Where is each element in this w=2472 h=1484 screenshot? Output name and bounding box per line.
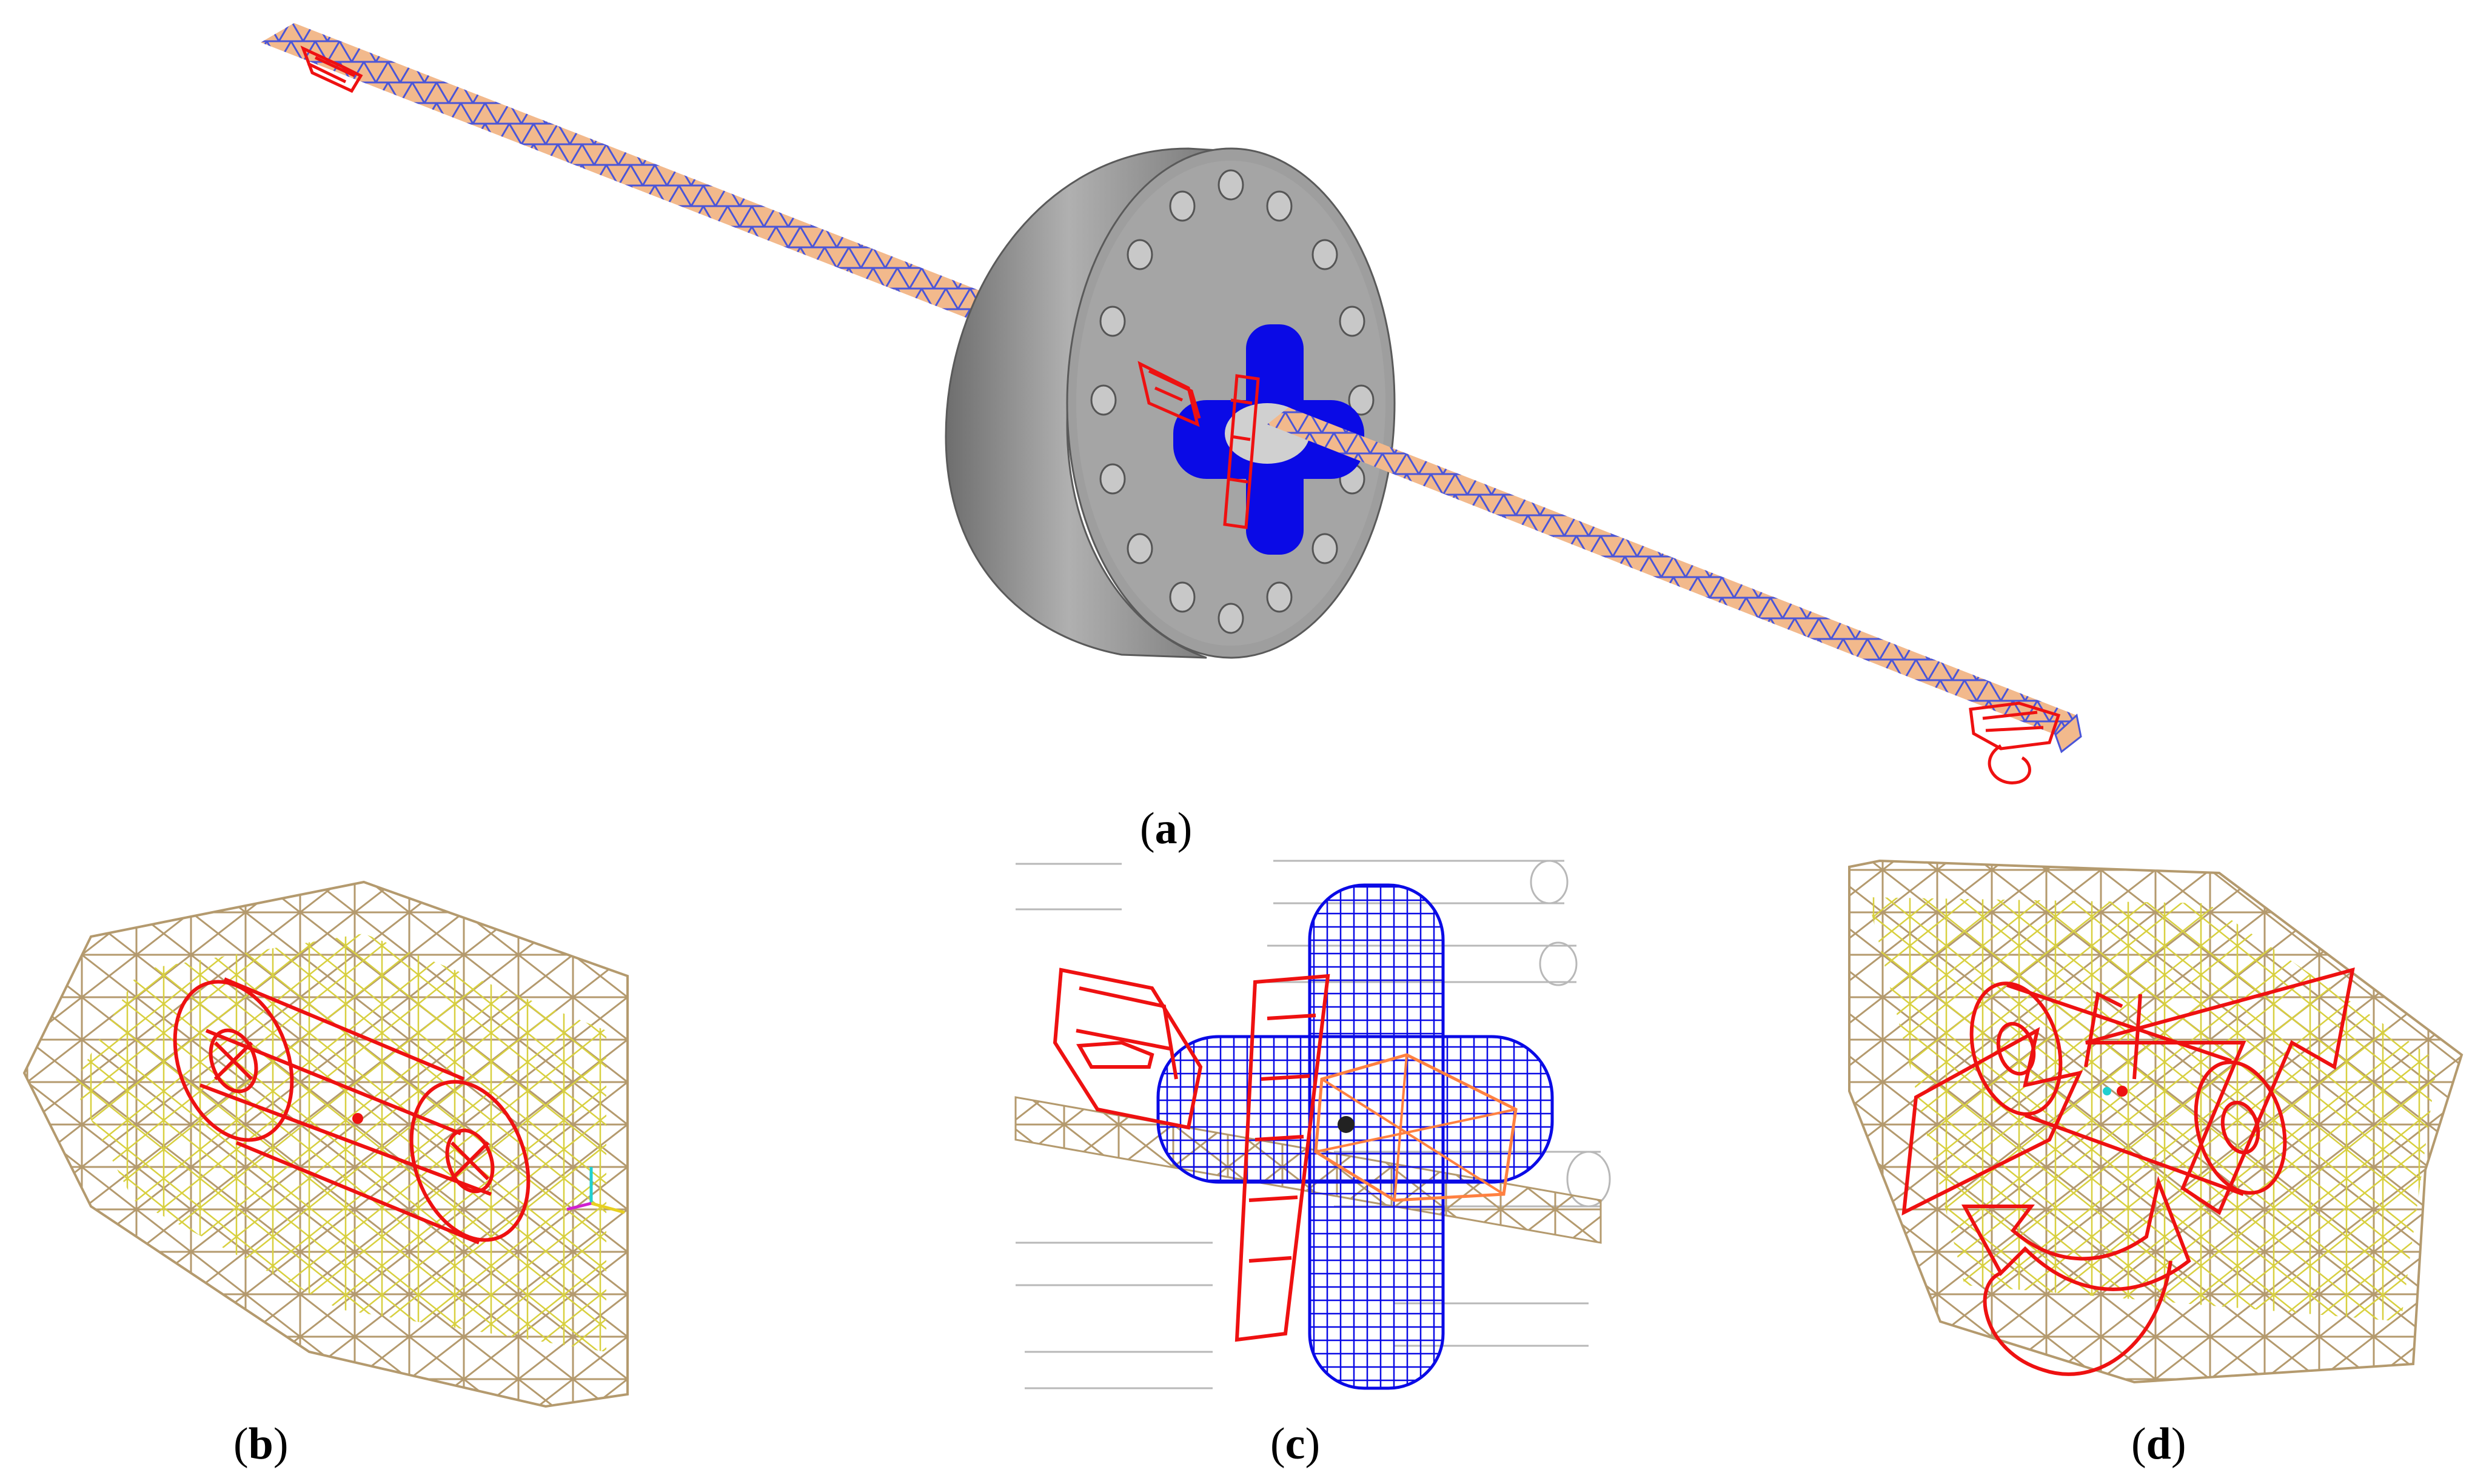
coupling-cross-mesh <box>1156 883 1554 1390</box>
caption-c-letter: c <box>1285 1419 1305 1469</box>
node-marker-d <box>2117 1086 2128 1097</box>
caption-d: (d) <box>2131 1419 2186 1469</box>
direction-arrows-d <box>1901 967 2355 1376</box>
coupling-cross <box>1173 324 1364 555</box>
shaft-right-segment <box>1267 407 2082 754</box>
caption-c: (c) <box>1270 1419 1321 1469</box>
constraint-markers-a <box>300 45 2061 784</box>
bushing-element-b <box>173 977 531 1245</box>
node-marker-c <box>1338 1116 1355 1133</box>
caption-b-letter: b <box>248 1419 273 1469</box>
panel-a-rotor-model <box>261 23 2082 784</box>
panel-d-bearing-element <box>1848 859 2464 1384</box>
node-marker-d2 <box>2103 1087 2111 1095</box>
panel-b-end-support-mesh <box>22 880 629 1408</box>
shaft-left-segment <box>261 23 1043 335</box>
constraint-markers-c <box>1053 968 1330 1342</box>
caption-d-letter: d <box>2146 1419 2171 1469</box>
caption-b: (b) <box>233 1419 289 1469</box>
axis-triad-b <box>566 1167 625 1214</box>
panel-c-coupling-detail <box>1014 860 1611 1390</box>
node-marker-b <box>352 1113 363 1124</box>
caption-a: (a) <box>1140 804 1193 854</box>
caption-a-letter: a <box>1154 804 1177 854</box>
